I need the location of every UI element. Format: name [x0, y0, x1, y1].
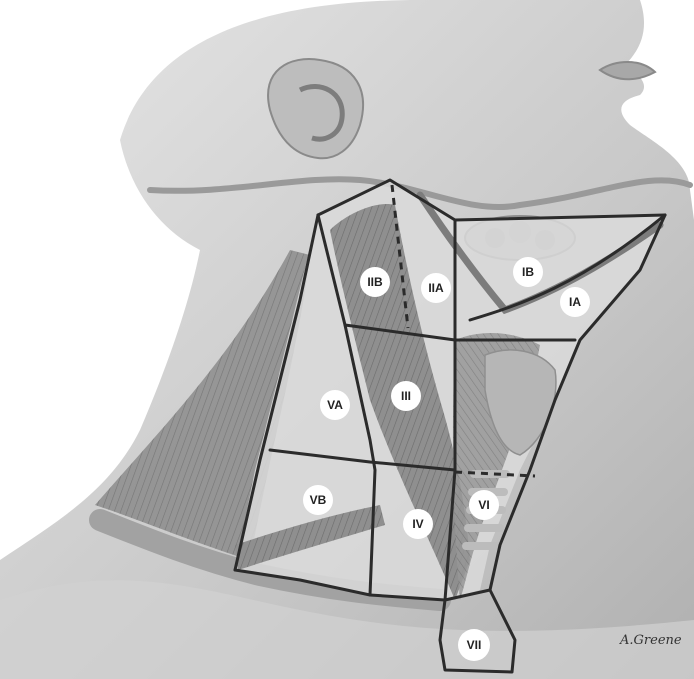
label-VII: VII: [458, 629, 490, 661]
label-IIA: IIA: [421, 273, 451, 303]
artist-signature: A.Greene: [619, 633, 682, 648]
svg-text:III: III: [401, 389, 411, 403]
svg-text:VII: VII: [467, 638, 482, 652]
svg-text:VB: VB: [310, 493, 327, 507]
label-IA: IA: [560, 287, 590, 317]
label-IB: IB: [513, 257, 543, 287]
label-VI: VI: [469, 490, 499, 520]
label-III: III: [391, 381, 421, 411]
label-IV: IV: [403, 509, 433, 539]
svg-text:VA: VA: [327, 398, 343, 412]
svg-text:IV: IV: [412, 517, 423, 531]
label-VB: VB: [303, 485, 333, 515]
svg-text:VI: VI: [478, 498, 489, 512]
svg-text:IA: IA: [569, 295, 581, 309]
svg-text:IB: IB: [522, 265, 534, 279]
svg-text:IIA: IIA: [428, 281, 444, 295]
label-IIB: IIB: [360, 267, 390, 297]
label-VA: VA: [320, 390, 350, 420]
svg-text:IIB: IIB: [367, 275, 383, 289]
